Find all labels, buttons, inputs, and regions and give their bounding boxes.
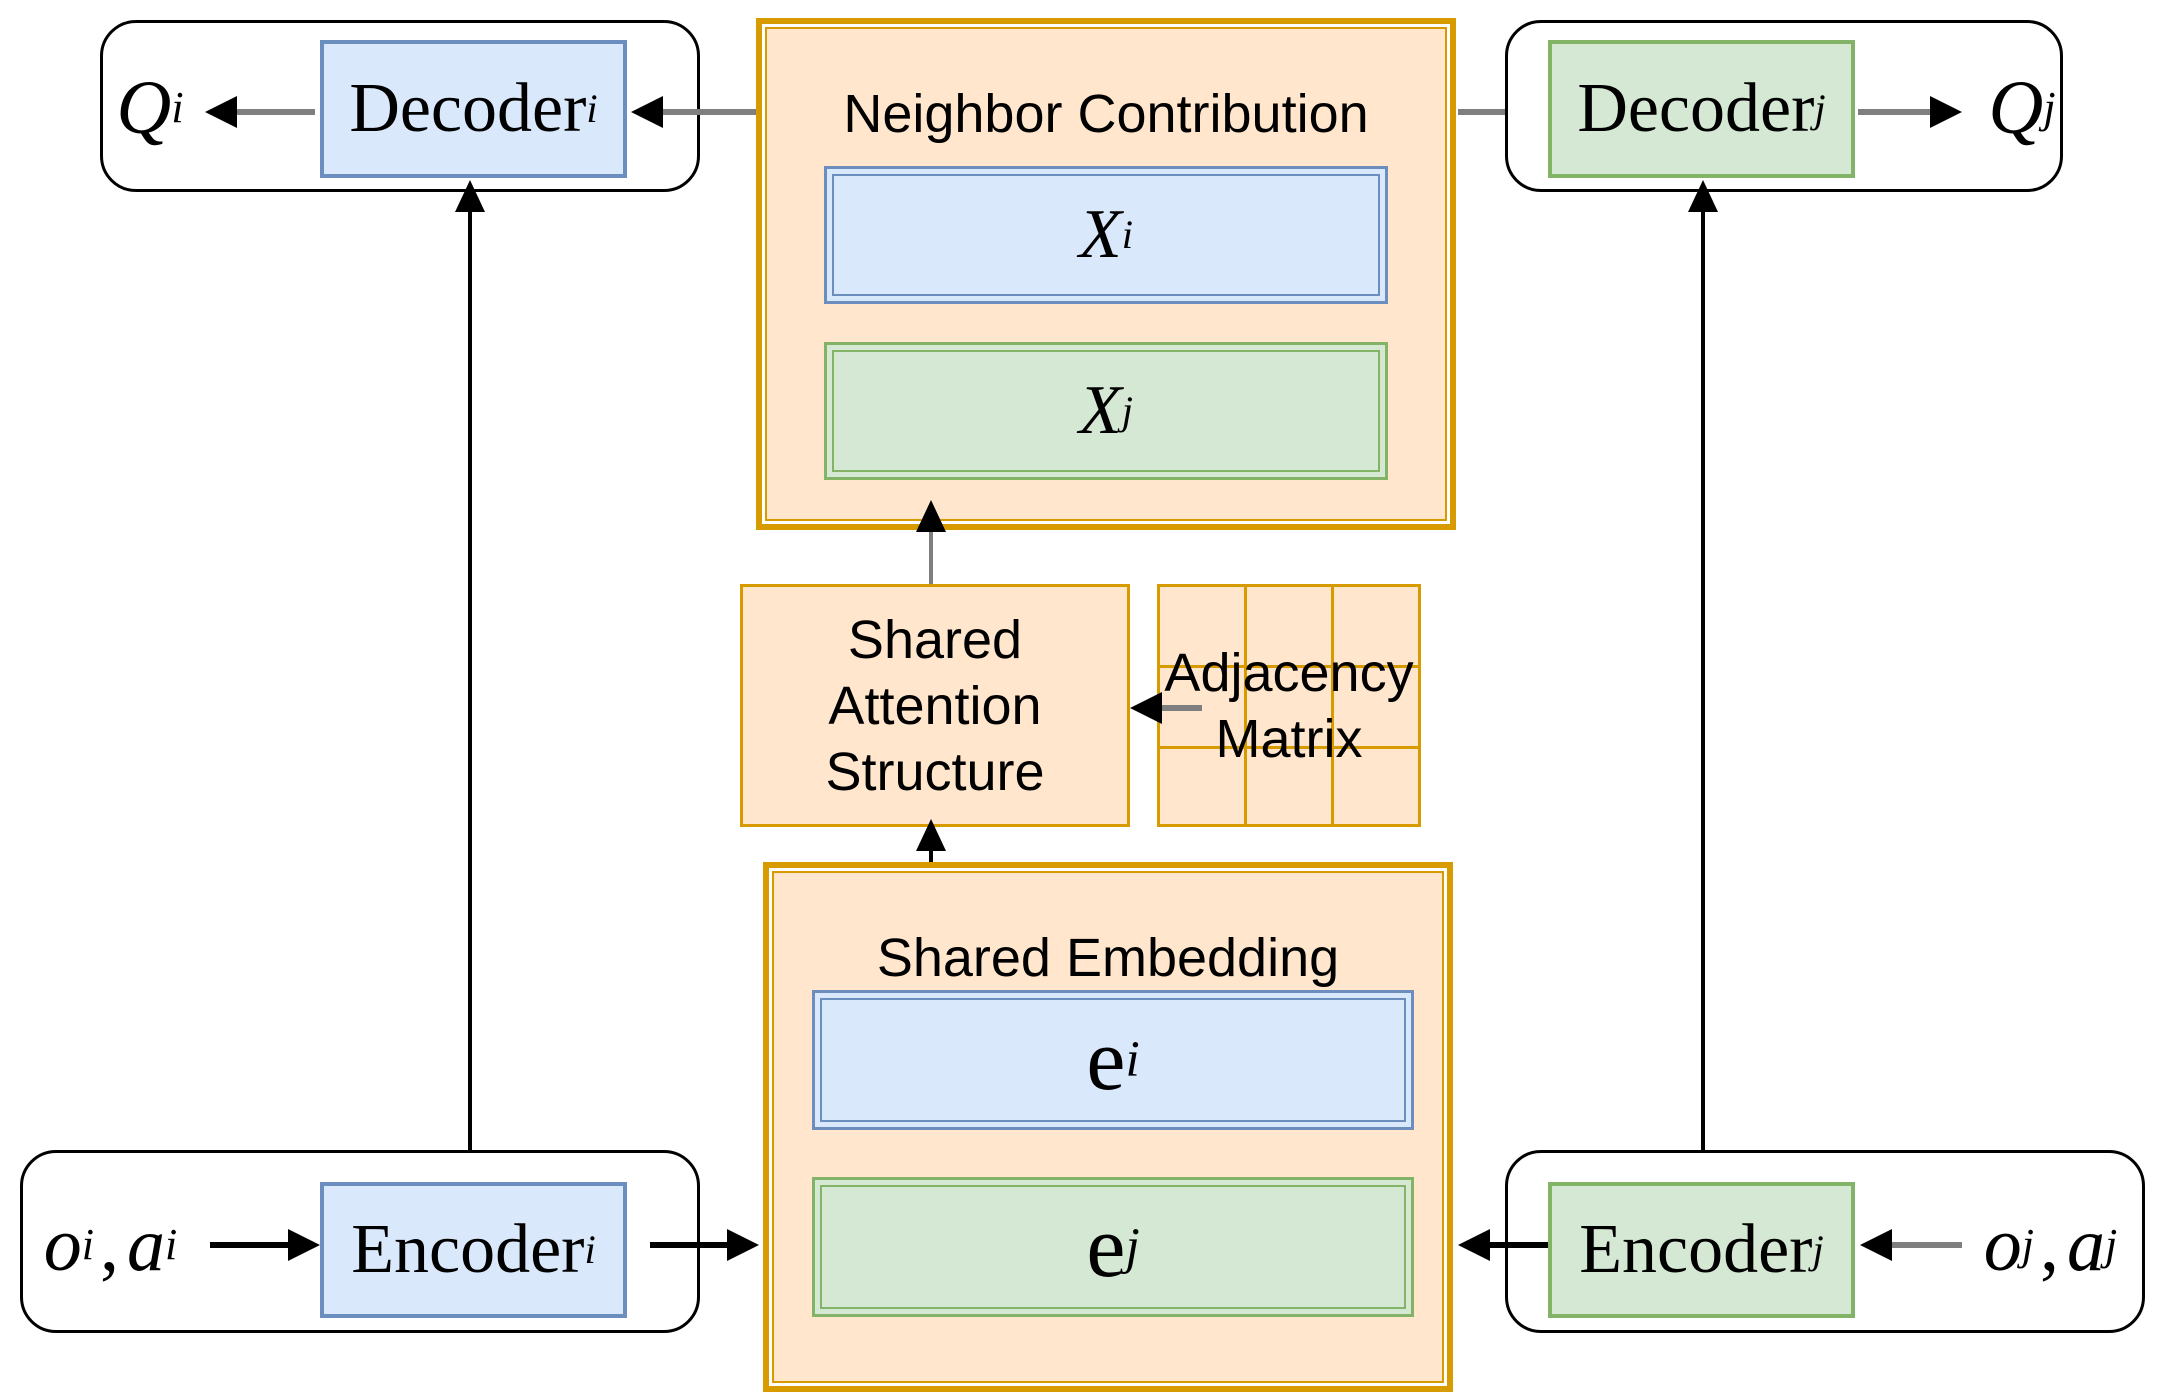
o-i-base: o bbox=[43, 1202, 82, 1287]
arrow-inputs-to-encoder-i-line bbox=[210, 1242, 288, 1248]
arrow-inputs-to-encoder-j-head bbox=[1860, 1229, 1892, 1261]
a-j-base: a bbox=[2067, 1202, 2105, 1287]
arrow-nc-to-decoder-j-line bbox=[1458, 109, 1512, 115]
connector-encoder-i-to-decoder-i-line bbox=[468, 210, 472, 1185]
adjacency-matrix-label: Adjacency Matrix bbox=[1099, 584, 1479, 827]
sas-line-3: Structure bbox=[825, 741, 1045, 802]
shared-attention-structure-box: Shared Attention Structure bbox=[740, 584, 1130, 827]
arrow-decoder-j-to-q-j-line bbox=[1858, 109, 1930, 115]
arrow-se-to-sas-head bbox=[916, 819, 946, 851]
arrow-decoder-j-to-q-j-head bbox=[1930, 96, 1962, 128]
adjacency-label-line-2: Matrix bbox=[1215, 708, 1363, 769]
oa-j-separator: , bbox=[2040, 1202, 2059, 1287]
arrow-encoder-i-to-se-line bbox=[650, 1242, 727, 1248]
shared-embedding-title: Shared Embedding bbox=[876, 928, 1340, 988]
encoder-i-base: Encoder bbox=[351, 1211, 585, 1288]
adjacency-label-line-1: Adjacency bbox=[1164, 642, 1414, 703]
arrow-sas-to-nc-line bbox=[929, 532, 933, 584]
adjacency-grid-hline-1 bbox=[1160, 665, 1418, 668]
connector-encoder-j-to-decoder-j-head bbox=[1688, 180, 1718, 212]
arrow-encoder-j-to-se-head bbox=[1458, 1229, 1490, 1261]
arrow-adjacency-to-sas-line bbox=[1162, 705, 1202, 711]
sas-line-2: Attention bbox=[828, 675, 1042, 736]
arrow-decoder-i-to-q-i-head bbox=[205, 96, 237, 128]
arrow-nc-to-decoder-i-head bbox=[631, 96, 663, 128]
q-j-base: Q bbox=[1988, 65, 2044, 150]
sas-line-1: Shared bbox=[847, 609, 1023, 670]
decoder-i-base: Decoder bbox=[349, 70, 587, 147]
arrow-decoder-i-to-q-i-line bbox=[237, 109, 315, 115]
decoder-j-base: Decoder bbox=[1577, 70, 1815, 147]
arrow-sas-to-nc-head bbox=[916, 500, 946, 532]
adjacency-matrix-grid bbox=[1157, 584, 1421, 827]
arrow-encoder-j-to-se-line bbox=[1490, 1242, 1548, 1248]
adjacency-grid-hline-2 bbox=[1160, 746, 1418, 749]
o-j-base: o bbox=[1983, 1202, 2022, 1287]
oa-i-separator: , bbox=[100, 1202, 119, 1287]
encoder-j-base: Encoder bbox=[1579, 1211, 1813, 1288]
arrow-inputs-to-encoder-i-head bbox=[288, 1229, 320, 1261]
a-i-base: a bbox=[127, 1202, 165, 1287]
q-i-base: Q bbox=[116, 65, 172, 150]
x-j-base: X bbox=[1078, 372, 1122, 449]
arrow-encoder-i-to-se-head bbox=[727, 1229, 759, 1261]
neighbor-contribution-title: Neighbor Contribution bbox=[843, 84, 1369, 144]
adjacency-grid-vline-2 bbox=[1331, 587, 1334, 824]
connector-encoder-i-to-decoder-i-head bbox=[455, 180, 485, 212]
arrow-nc-to-decoder-i-line bbox=[663, 109, 756, 115]
arrow-inputs-to-encoder-j-line bbox=[1892, 1242, 1962, 1248]
e-i-base: e bbox=[1086, 1011, 1126, 1109]
connector-encoder-j-to-decoder-j-line bbox=[1701, 210, 1705, 1185]
x-i-base: X bbox=[1078, 196, 1122, 273]
e-j-base: e bbox=[1086, 1198, 1126, 1296]
arrow-adjacency-to-sas-head bbox=[1130, 692, 1162, 724]
adjacency-grid-vline-1 bbox=[1244, 587, 1247, 824]
